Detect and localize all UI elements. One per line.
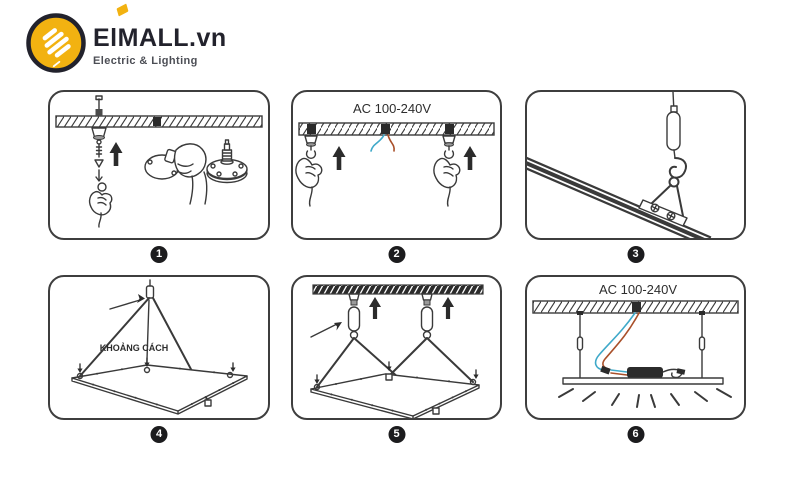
- step-panel-5: 5: [291, 275, 502, 443]
- step-panel-1: 1: [48, 90, 270, 263]
- ceiling-bar: [312, 284, 484, 295]
- step-number-badge-6: 6: [627, 426, 644, 443]
- brand-logo: ElMALL.vn Electric & Lighting: [25, 3, 227, 74]
- left-fitting: [304, 135, 318, 147]
- up-arrow-icon: [109, 142, 123, 166]
- apex-hanger: [145, 279, 155, 299]
- step-2-illustration: AC 100-240V: [295, 101, 495, 207]
- step-number-badge-4: 4: [150, 426, 168, 443]
- step-6-illustration: AC 100-240V: [532, 282, 739, 408]
- step-1-frame: [48, 90, 270, 240]
- hand-holding-base: [144, 143, 208, 205]
- up-arrow-icon: [332, 146, 346, 170]
- right-fitting: [442, 135, 456, 147]
- mounting-base: [206, 139, 248, 184]
- ceiling: [55, 115, 263, 128]
- step-panel-4: KHOẢNG CÁCH: [48, 275, 270, 443]
- up-arrow-icon: [369, 297, 381, 319]
- suspension-rods: [576, 314, 706, 379]
- light-rays: [558, 388, 732, 408]
- elmall-logo-icon: [25, 12, 87, 74]
- power-wires: [370, 134, 395, 152]
- hanger-adjuster: [420, 293, 434, 340]
- step-3-frame: [525, 90, 746, 240]
- driver-box: [627, 367, 686, 379]
- step-2-frame: AC 100-240V: [291, 90, 502, 240]
- led-panel: [310, 373, 480, 418]
- lamp-flag-icon: [116, 3, 129, 17]
- voltage-label: AC 100-240V: [353, 101, 431, 116]
- hook-icon: [668, 157, 687, 179]
- step-5-frame: [291, 275, 502, 420]
- step-panel-2: AC 100-240V: [291, 90, 502, 263]
- distance-label: KHOẢNG CÁCH: [100, 342, 169, 353]
- up-arrow-icon: [442, 297, 454, 319]
- brand-text-block: ElMALL.vn Electric & Lighting: [93, 3, 227, 67]
- panel-edge-rail: [527, 156, 712, 238]
- step-4-illustration: KHOẢNG CÁCH: [71, 279, 248, 415]
- up-arrow-icon: [463, 146, 477, 170]
- ceiling: [298, 122, 495, 136]
- screw-anchor: [91, 95, 107, 182]
- power-wires: [594, 312, 640, 376]
- voltage-label: AC 100-240V: [599, 282, 677, 297]
- step-number-badge-2: 2: [388, 246, 405, 263]
- led-panel: [562, 377, 724, 385]
- hand-icon: [433, 145, 461, 207]
- down-arrow-icon: [77, 357, 236, 373]
- step-1-illustration: [55, 95, 263, 228]
- triangle-bracket: [638, 176, 688, 227]
- step-5-illustration: [310, 284, 484, 418]
- step-panel-3: 3: [525, 90, 746, 263]
- step-panel-6: AC 100-240V: [525, 275, 746, 443]
- step-number-badge-5: 5: [388, 426, 405, 443]
- hand-icon: [88, 182, 113, 228]
- step-6-frame: AC 100-240V: [525, 275, 746, 420]
- down-arrow-icon: [314, 361, 479, 384]
- steel-cable-adjuster: [666, 92, 681, 159]
- step-4-frame: KHOẢNG CÁCH: [48, 275, 270, 420]
- hand-icon: [295, 145, 323, 207]
- leader-arrow: [109, 294, 145, 310]
- led-panel: [71, 364, 248, 415]
- brand-name: ElMALL.vn: [93, 24, 227, 52]
- step-3-illustration: [527, 92, 712, 238]
- brand-tagline: Electric & Lighting: [93, 55, 198, 67]
- hanger-adjuster: [347, 293, 361, 340]
- leader-arrow: [310, 322, 342, 338]
- step-number-badge-3: 3: [627, 246, 644, 263]
- step-number-badge-1: 1: [150, 246, 168, 263]
